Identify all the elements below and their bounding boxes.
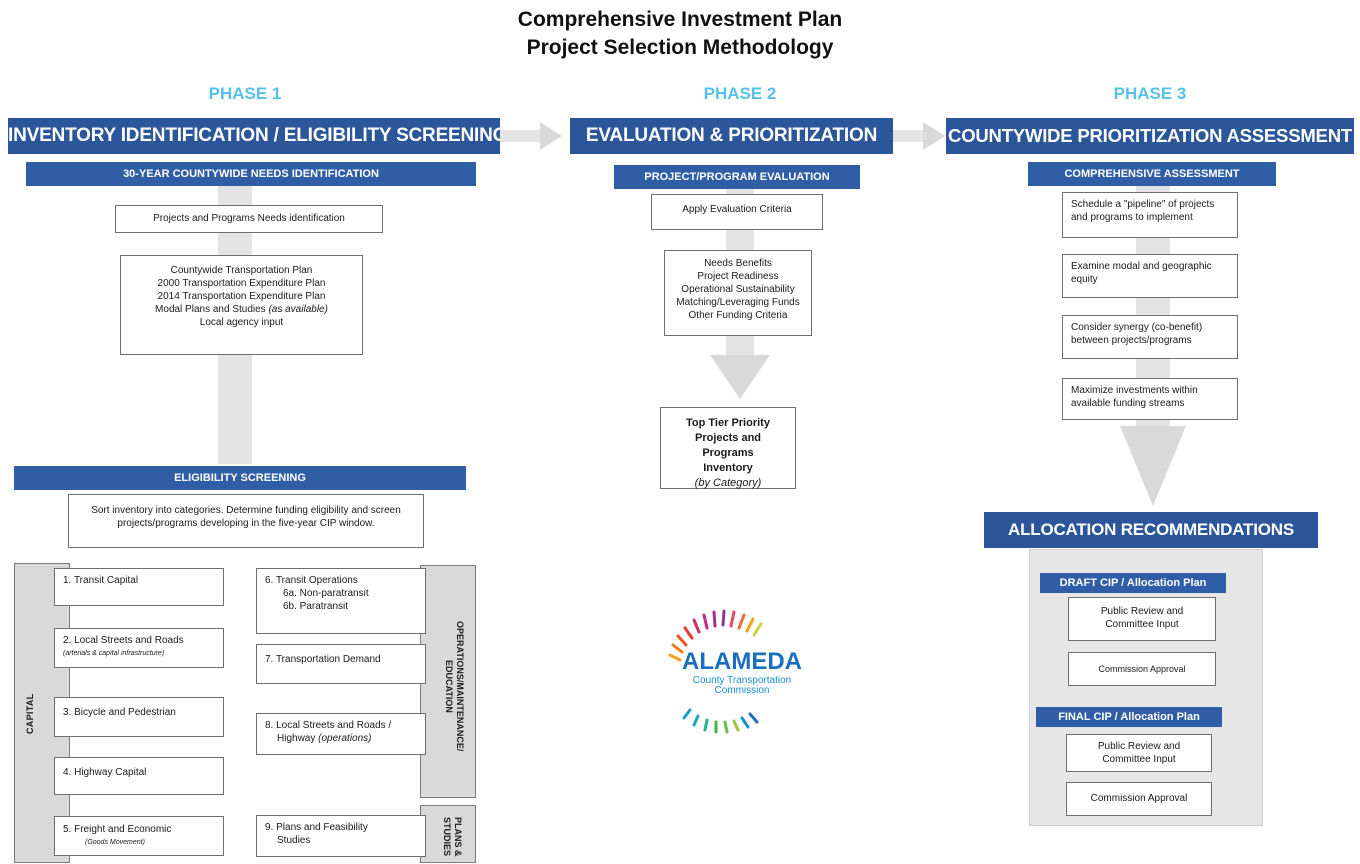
step-box: Maximize investments within available fu… bbox=[1062, 378, 1238, 420]
phase2-header: EVALUATION & PRIORITIZATION bbox=[570, 118, 893, 154]
plan-item: Countywide Transportation Plan bbox=[170, 265, 313, 276]
category-4: 4. Highway Capital bbox=[54, 757, 224, 795]
step-box: Examine modal and geographic equity bbox=[1062, 254, 1238, 298]
plan-item: Modal Plans and Studies (as available) bbox=[155, 304, 328, 315]
step-box: Consider synergy (co-benefit) between pr… bbox=[1062, 315, 1238, 359]
top-tier-box: Top Tier Priority Projects and Programs … bbox=[660, 407, 796, 489]
final-commission-box: Commission Approval bbox=[1066, 782, 1212, 816]
category-6: 6. Transit Operations 6a. Non-paratransi… bbox=[256, 568, 426, 634]
allocation-panel bbox=[1029, 549, 1263, 826]
plans-studies-label: PLANS & STUDIES bbox=[442, 817, 463, 857]
needs-box: Projects and Programs Needs identificati… bbox=[115, 205, 383, 233]
plans-box: Countywide Transportation Plan 2000 Tran… bbox=[120, 255, 363, 355]
plan-item: 2014 Transportation Expenditure Plan bbox=[157, 291, 326, 302]
eligibility-box: Sort inventory into categories. Determin… bbox=[68, 494, 424, 548]
page-title: Comprehensive Investment Plan Project Se… bbox=[0, 8, 1360, 60]
phase1-header: INVENTORY IDENTIFICATION / ELIGIBILITY S… bbox=[8, 118, 507, 154]
step-box: Schedule a "pipeline" of projects and pr… bbox=[1062, 192, 1238, 238]
criteria-item: Project Readiness bbox=[697, 271, 779, 282]
title-line2: Project Selection Methodology bbox=[526, 36, 834, 59]
plans-studies-panel: PLANS & STUDIES bbox=[420, 805, 476, 863]
criteria-box: Needs Benefits Project Readiness Operati… bbox=[664, 250, 812, 336]
logo-swoosh-icon bbox=[668, 609, 763, 734]
arrow-down-icon bbox=[1120, 426, 1186, 506]
criteria-item: Operational Sustainability bbox=[681, 284, 795, 295]
category-1: 1. Transit Capital bbox=[54, 568, 224, 606]
final-cip-header: FINAL CIP / Allocation Plan bbox=[1036, 707, 1222, 727]
operations-panel: OPERATIONS/MAINTENANCE/ EDUCATION bbox=[420, 565, 476, 798]
category-9: 9. Plans and Feasibility Studies bbox=[256, 815, 426, 857]
eligibility-header: ELIGIBILITY SCREENING bbox=[14, 466, 466, 490]
connector bbox=[893, 130, 923, 142]
criteria-item: Other Funding Criteria bbox=[688, 310, 788, 321]
phase3-label: PHASE 3 bbox=[1113, 84, 1187, 103]
category-5: 5. Freight and Economic (Goods Movement) bbox=[54, 816, 224, 856]
plan-item: 2000 Transportation Expenditure Plan bbox=[157, 278, 326, 289]
logo-name: ALAMEDA bbox=[682, 648, 802, 675]
arrow-right-icon bbox=[923, 122, 945, 150]
draft-commission-box: Commission Approval bbox=[1068, 652, 1216, 686]
phase3-header: COUNTYWIDE PRIORITIZATION ASSESSMENT bbox=[946, 118, 1354, 154]
capital-label: CAPITAL bbox=[25, 693, 35, 735]
category-2: 2. Local Streets and Roads (arterials & … bbox=[54, 628, 224, 668]
category-8: 8. Local Streets and Roads / Highway (op… bbox=[256, 713, 426, 755]
needs-header: 30-YEAR COUNTYWIDE NEEDS IDENTIFICATION bbox=[26, 162, 476, 186]
title-line1: Comprehensive Investment Plan bbox=[517, 8, 843, 31]
connector bbox=[500, 130, 540, 142]
apply-criteria-box: Apply Evaluation Criteria bbox=[651, 194, 823, 230]
criteria-item: Needs Benefits bbox=[704, 258, 772, 269]
phase1-label: PHASE 1 bbox=[208, 84, 282, 103]
operations-label: OPERATIONS/MAINTENANCE/ EDUCATION bbox=[444, 620, 465, 752]
category-3: 3. Bicycle and Pedestrian bbox=[54, 697, 224, 737]
arrow-down-icon bbox=[710, 355, 770, 399]
plan-item: Local agency input bbox=[199, 317, 284, 328]
allocation-header: ALLOCATION RECOMMENDATIONS bbox=[984, 512, 1318, 548]
phase2-label: PHASE 2 bbox=[703, 84, 777, 103]
criteria-item: Matching/Leveraging Funds bbox=[676, 297, 800, 308]
assessment-header: COMPREHENSIVE ASSESSMENT bbox=[1028, 162, 1276, 186]
draft-cip-header: DRAFT CIP / Allocation Plan bbox=[1040, 573, 1226, 593]
category-7: 7. Transportation Demand bbox=[256, 644, 426, 684]
arrow-right-icon bbox=[540, 122, 562, 150]
evaluation-header: PROJECT/PROGRAM EVALUATION bbox=[614, 165, 860, 189]
